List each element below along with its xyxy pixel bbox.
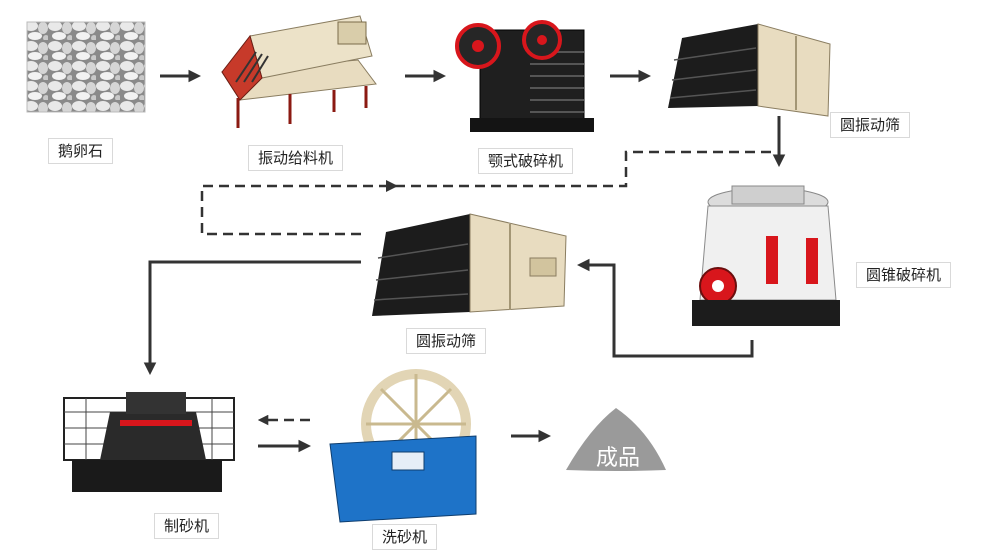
sand-washing-machine-label: 洗砂机 (372, 524, 438, 550)
product-pile (566, 408, 666, 471)
recycle-loop (200, 150, 771, 426)
cone-crusher-image (692, 185, 840, 326)
jaw-crusher-image (455, 20, 594, 132)
vibrating-feeder-label: 振动给料机 (248, 145, 344, 171)
vibrating-screen-1-label: 圆振动筛 (830, 112, 911, 138)
arrow-screen2-to-sandmaker (143, 260, 361, 376)
arrow-cone-to-screen2 (576, 258, 754, 358)
vibrating-screen-2-label: 圆振动筛 (406, 328, 487, 354)
vibrating-screen-1-image (668, 23, 831, 117)
jaw-crusher-label: 颚式破碎机 (478, 148, 574, 174)
product-label: 成品 (596, 446, 641, 471)
cone-crusher-label: 圆锥破碎机 (856, 262, 952, 288)
sand-washing-machine-image (329, 369, 477, 523)
vibrating-screen-2-image (372, 213, 567, 316)
sand-making-machine-label: 制砂机 (154, 513, 220, 539)
sand-making-machine-image (63, 392, 235, 492)
recycle-arrowhead-top (386, 180, 398, 192)
flow-arrows (143, 69, 786, 453)
pebbles-label: 鹅卵石 (48, 138, 114, 164)
vibrating-feeder-image (221, 15, 377, 128)
pebbles-image (26, 21, 146, 113)
